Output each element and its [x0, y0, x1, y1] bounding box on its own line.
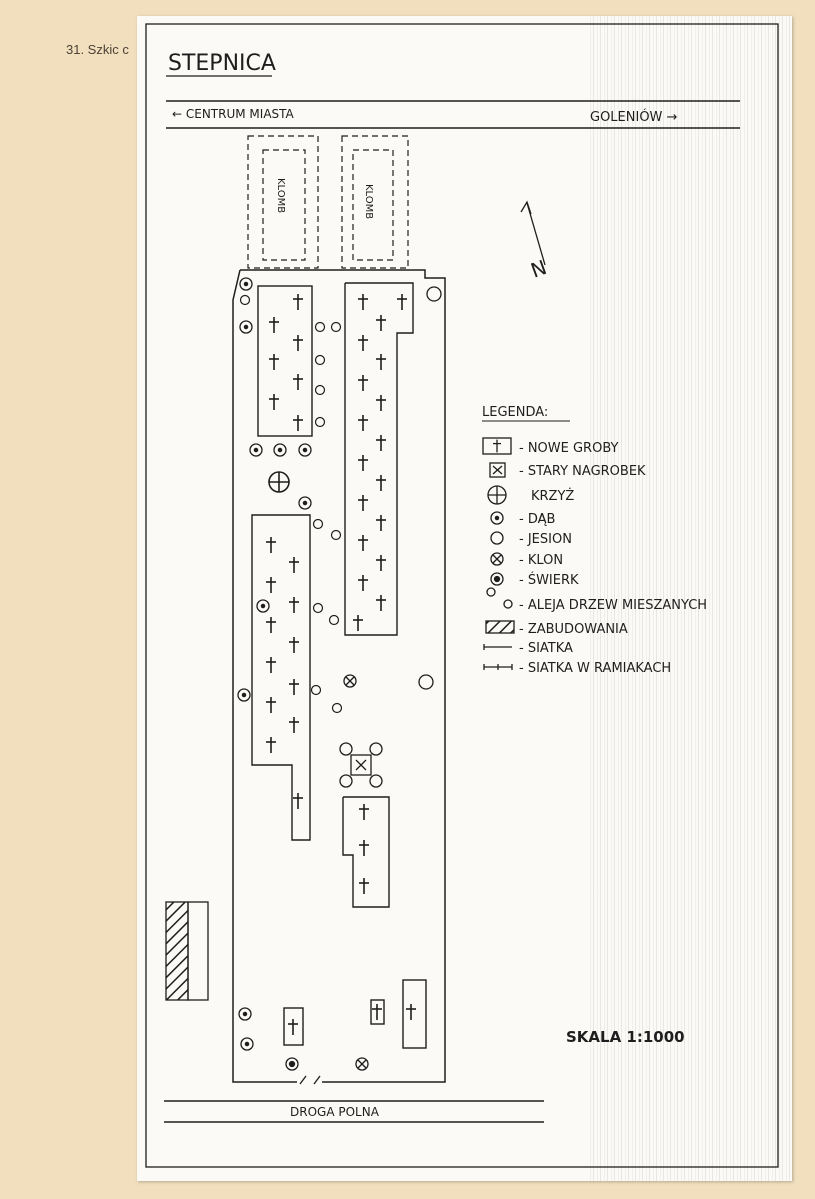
old-tombstone-icon: [489, 462, 506, 478]
cemetery-fence: [232, 269, 446, 1083]
legend-title: LEGENDA:: [482, 405, 548, 420]
page-caption: 31. Szkic c: [66, 42, 129, 57]
gate-icon: [297, 1075, 322, 1085]
grave-plot: [251, 282, 427, 1049]
north-label: N: [528, 255, 550, 283]
legend-label: - ŚWIERK: [519, 572, 579, 588]
legend-label: - JESION: [519, 532, 572, 547]
ash-icon: [418, 286, 442, 690]
legend-label: - ZABUDOWANIA: [519, 622, 628, 637]
cross-circle-icon: [487, 485, 507, 505]
mixed-avenue-icon: [239, 294, 343, 714]
legend-label: - STARY NAGROBEK: [519, 464, 646, 479]
spruce-icon: [285, 1057, 299, 1071]
legend-label: - NOWE GROBY: [519, 441, 619, 456]
maple-icon: [490, 552, 504, 566]
ash-icon: [490, 531, 504, 545]
flower-bed-label: KLOMB: [363, 184, 374, 219]
spruce-icon: [490, 572, 504, 586]
scale-label: SKALA 1:1000: [566, 1028, 685, 1046]
building-hatch-icon: [165, 901, 209, 1001]
scan-streaks: [590, 16, 792, 1181]
legend-label: - SIATKA W RAMIAKACH: [519, 661, 671, 676]
sheet-frame: [145, 23, 779, 1168]
legend-label: - ALEJA DRZEW MIESZANYCH: [519, 598, 707, 613]
fence-frame-icon: [483, 664, 513, 670]
legend-label: - DĄB: [519, 512, 555, 527]
grave-cross-icon: [266, 294, 416, 1035]
legend-label: - SIATKA: [519, 641, 573, 656]
flower-bed: [247, 135, 319, 269]
flower-bed-label: KLOMB: [275, 178, 286, 213]
map-sheet: [137, 16, 792, 1181]
legend-label: - KLON: [519, 553, 563, 568]
mixed-avenue-icon: [486, 587, 513, 609]
road-left-label: ← CENTRUM MIASTA: [172, 107, 295, 121]
cross-circle-icon: [268, 471, 290, 493]
road-right-label: GOLENIÓW →: [590, 109, 678, 125]
old-tombstone-icon: [339, 742, 383, 788]
bottom-road-label: DROGA POLNA: [290, 1105, 380, 1119]
building-hatch-icon: [485, 620, 515, 634]
map-title: STEPNICA: [168, 51, 276, 76]
flower-bed: [341, 135, 409, 269]
oak-icon: [490, 511, 504, 525]
maple-icon: [343, 674, 369, 1071]
legend: - NOWE GROBY - STARY NAGROBEK KRZYŻ - DĄB - …: [482, 437, 707, 676]
north-arrow-icon: [520, 200, 546, 266]
grave-cross-icon: [482, 437, 512, 455]
fence-icon: [483, 644, 512, 650]
oak-icon: [237, 277, 312, 1051]
legend-label: KRZYŻ: [531, 488, 574, 504]
